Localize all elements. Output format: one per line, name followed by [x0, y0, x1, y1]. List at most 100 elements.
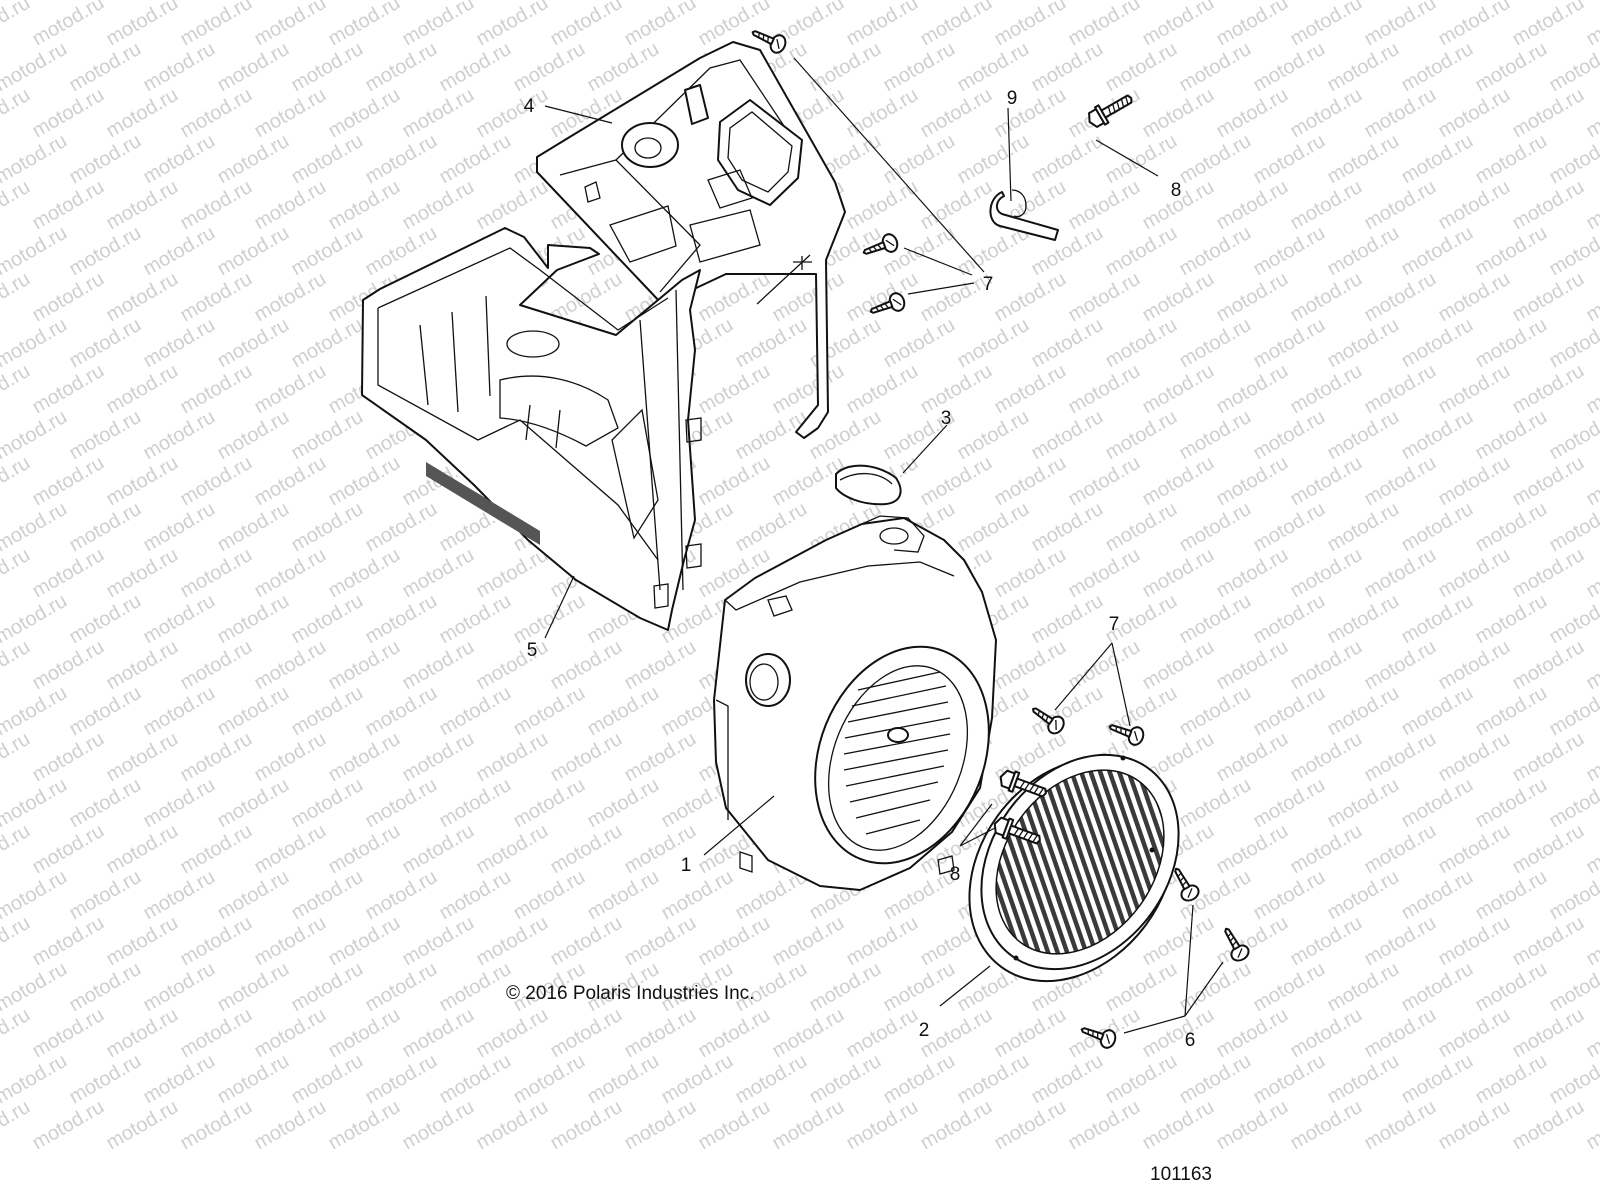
watermark-text: motod.ru — [621, 1096, 700, 1155]
watermark-text: motod.ru — [547, 1004, 626, 1063]
watermark-text: motod.ru — [917, 84, 996, 143]
watermark-text: motod.ru — [436, 682, 515, 741]
watermark-text: motod.ru — [1324, 222, 1403, 281]
watermark-text: motod.ru — [1472, 866, 1551, 925]
watermark-text: motod.ru — [1398, 958, 1477, 1017]
watermark-text: motod.ru — [621, 912, 700, 971]
watermark-text: motod.ru — [1509, 268, 1588, 327]
watermark-text: motod.ru — [1435, 544, 1514, 603]
watermark-text: motod.ru — [0, 406, 71, 465]
watermark-text: motod.ru — [695, 452, 774, 511]
watermark-text: motod.ru — [251, 544, 330, 603]
watermark-text: motod.ru — [66, 1050, 145, 1109]
watermark-text: motod.ru — [251, 452, 330, 511]
watermark-text: motod.ru — [66, 130, 145, 189]
watermark-text: motod.ru — [177, 820, 256, 879]
watermark-text: motod.ru — [1213, 544, 1292, 603]
watermark-text: motod.ru — [66, 498, 145, 557]
watermark-text: motod.ru — [1398, 38, 1477, 97]
watermark-text: motod.ru — [399, 1004, 478, 1063]
part-1-fan-housing — [713, 515, 997, 891]
watermark-text: motod.ru — [0, 0, 34, 50]
watermark-text: motod.ru — [251, 176, 330, 235]
watermark-text: motod.ru — [769, 1004, 848, 1063]
watermark-text: motod.ru — [806, 1050, 885, 1109]
part-2-screen — [968, 753, 1180, 983]
callout-8-lower: 8 — [950, 864, 961, 885]
watermark-text: motod.ru — [0, 774, 71, 833]
watermark-text: motod.ru — [1139, 452, 1218, 511]
watermark-text: motod.ru — [399, 728, 478, 787]
watermark-text: motod.ru — [1250, 1050, 1329, 1109]
watermark-text: motod.ru — [510, 1050, 589, 1109]
watermark-text: motod.ru — [1028, 498, 1107, 557]
watermark-text: motod.ru — [1472, 590, 1551, 649]
watermark-text: motod.ru — [1509, 544, 1588, 603]
watermark-text: motod.ru — [1398, 314, 1477, 373]
watermark-text: motod.ru — [1213, 912, 1292, 971]
watermark-text: motod.ru — [732, 498, 811, 557]
watermark-text: motod.ru — [214, 774, 293, 833]
watermark-text: motod.ru — [29, 820, 108, 879]
callout-9: 9 — [1007, 88, 1018, 109]
watermark-text: motod.ru — [1509, 912, 1588, 971]
watermark-text: motod.ru — [584, 866, 663, 925]
watermark-text: motod.ru — [288, 1050, 367, 1109]
watermark-text: motod.ru — [288, 590, 367, 649]
watermark-text: motod.ru — [1287, 1004, 1366, 1063]
watermark-text: motod.ru — [251, 728, 330, 787]
watermark-text: motod.ru — [251, 1004, 330, 1063]
watermark-text: motod.ru — [1250, 774, 1329, 833]
watermark-text: motod.ru — [214, 590, 293, 649]
watermark-text: motod.ru — [1065, 268, 1144, 327]
watermark-text: motod.ru — [1472, 222, 1551, 281]
watermark-text: motod.ru — [1324, 590, 1403, 649]
watermark-text: motod.ru — [1065, 360, 1144, 419]
watermark-text: motod.ru — [29, 636, 108, 695]
watermark-text: motod.ru — [1287, 84, 1366, 143]
watermark-text: motod.ru — [658, 1050, 737, 1109]
watermark-text: motod.ru — [510, 590, 589, 649]
watermark-text: motod.ru — [177, 0, 256, 50]
watermark-text: motod.ru — [1509, 360, 1588, 419]
watermark-text: motod.ru — [991, 1096, 1070, 1155]
watermark-text: motod.ru — [621, 1004, 700, 1063]
watermark-text: motod.ru — [1102, 406, 1181, 465]
watermark-text: motod.ru — [1509, 1096, 1588, 1155]
watermark-text: motod.ru — [1472, 682, 1551, 741]
watermark-text: motod.ru — [769, 360, 848, 419]
watermark-text: motod.ru — [1509, 0, 1588, 50]
watermark-text: motod.ru — [66, 958, 145, 1017]
watermark-text: motod.ru — [1583, 360, 1600, 419]
watermark-text: motod.ru — [66, 314, 145, 373]
watermark-text: motod.ru — [66, 406, 145, 465]
watermark-text: motod.ru — [436, 774, 515, 833]
watermark-text: motod.ru — [103, 176, 182, 235]
watermark-text: motod.ru — [1065, 452, 1144, 511]
watermark-text: motod.ru — [177, 176, 256, 235]
watermark-text: motod.ru — [1213, 0, 1292, 50]
watermark-text: motod.ru — [917, 176, 996, 235]
watermark-text: motod.ru — [1250, 682, 1329, 741]
watermark-text: motod.ru — [473, 636, 552, 695]
watermark-text: motod.ru — [1435, 1096, 1514, 1155]
watermark-text: motod.ru — [0, 866, 71, 925]
watermark-text: motod.ru — [584, 682, 663, 741]
watermark-text: motod.ru — [1583, 912, 1600, 971]
watermark-text: motod.ru — [1509, 820, 1588, 879]
watermark-text: motod.ru — [399, 176, 478, 235]
watermark-text: motod.ru — [473, 820, 552, 879]
watermark-text: motod.ru — [954, 498, 1033, 557]
watermark-text: motod.ru — [1287, 268, 1366, 327]
watermark-text: motod.ru — [1583, 820, 1600, 879]
watermark-text: motod.ru — [251, 912, 330, 971]
watermark-text: motod.ru — [0, 314, 71, 373]
watermark-text: motod.ru — [66, 866, 145, 925]
watermark-text: motod.ru — [1176, 406, 1255, 465]
watermark-text: motod.ru — [1361, 176, 1440, 235]
watermark-text: motod.ru — [510, 866, 589, 925]
watermark-text: motod.ru — [177, 1004, 256, 1063]
watermark-text: motod.ru — [103, 912, 182, 971]
watermark-text: motod.ru — [880, 1050, 959, 1109]
watermark-text: motod.ru — [991, 452, 1070, 511]
